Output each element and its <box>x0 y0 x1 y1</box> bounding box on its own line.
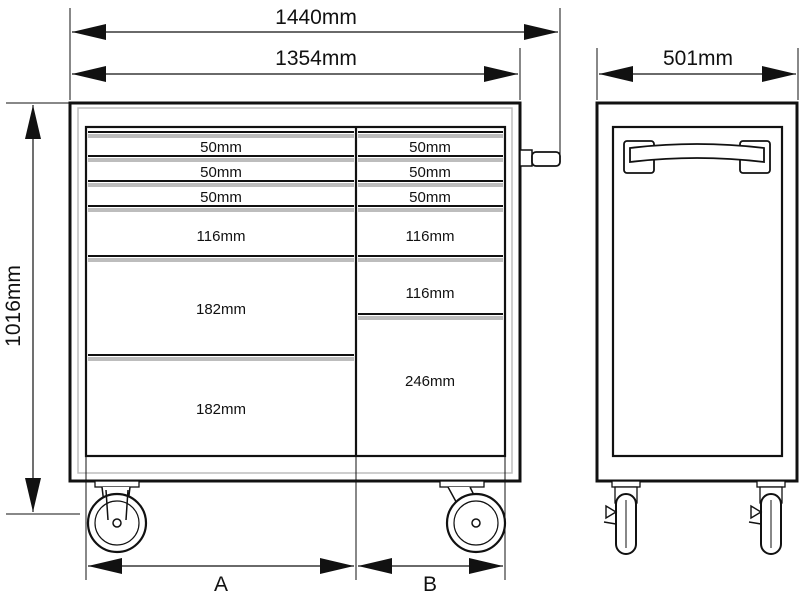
left-drawer-5-label: 182mm <box>196 301 246 318</box>
left-drawer-1: 50mm <box>88 131 354 156</box>
right-drawer-column: 50mm 50mm 50mm 116mm 116mm <box>358 131 503 390</box>
front-right-caster <box>439 480 507 554</box>
left-drawer-2: 50mm <box>88 155 354 181</box>
side-view <box>595 101 799 555</box>
right-drawer-5: 116mm <box>358 255 503 302</box>
body-width-label: 1354mm <box>275 47 357 70</box>
height-label: 1016mm <box>2 265 25 347</box>
left-drawer-6-label: 182mm <box>196 401 246 418</box>
side-left-caster <box>603 480 641 555</box>
section-b-label: B <box>423 573 437 596</box>
front-view: 50mm 50mm 50mm 116mm 182mm <box>68 101 561 554</box>
left-drawer-6: 182mm <box>88 354 354 418</box>
right-drawer-1: 50mm <box>358 131 503 156</box>
overall-width-dimension: 1440mm <box>69 6 561 160</box>
right-drawer-5-label: 116mm <box>406 285 455 302</box>
side-right-caster <box>748 480 786 555</box>
side-handle <box>519 149 561 167</box>
left-drawer-3-label: 50mm <box>200 189 242 206</box>
depth-label: 501mm <box>663 47 733 70</box>
right-drawer-2: 50mm <box>358 155 503 181</box>
right-drawer-3-label: 50mm <box>409 189 451 206</box>
right-drawer-1-label: 50mm <box>409 139 451 156</box>
front-left-caster <box>86 480 148 554</box>
right-drawer-6: 246mm <box>358 313 503 390</box>
height-dimension: 1016mm <box>2 102 80 515</box>
right-drawer-4-label: 116mm <box>406 228 455 245</box>
left-drawer-5: 182mm <box>88 255 354 318</box>
left-drawer-column: 50mm 50mm 50mm 116mm 182mm <box>88 131 354 418</box>
section-dimensions: A B <box>85 456 506 596</box>
left-drawer-4-label: 116mm <box>197 228 246 245</box>
left-drawer-3: 50mm <box>88 180 354 206</box>
right-drawer-2-label: 50mm <box>409 164 451 181</box>
left-drawer-2-label: 50mm <box>200 164 242 181</box>
overall-width-label: 1440mm <box>275 6 357 29</box>
right-drawer-3: 50mm <box>358 180 503 206</box>
depth-dimension: 501mm <box>596 46 799 100</box>
left-drawer-4: 116mm <box>88 205 354 245</box>
right-drawer-4: 116mm <box>358 205 503 245</box>
side-grip-handle <box>623 140 771 174</box>
section-a-label: A <box>214 573 228 596</box>
right-drawer-6-label: 246mm <box>405 373 455 390</box>
body-width-dimension: 1354mm <box>72 46 521 100</box>
left-drawer-1-label: 50mm <box>200 139 242 156</box>
